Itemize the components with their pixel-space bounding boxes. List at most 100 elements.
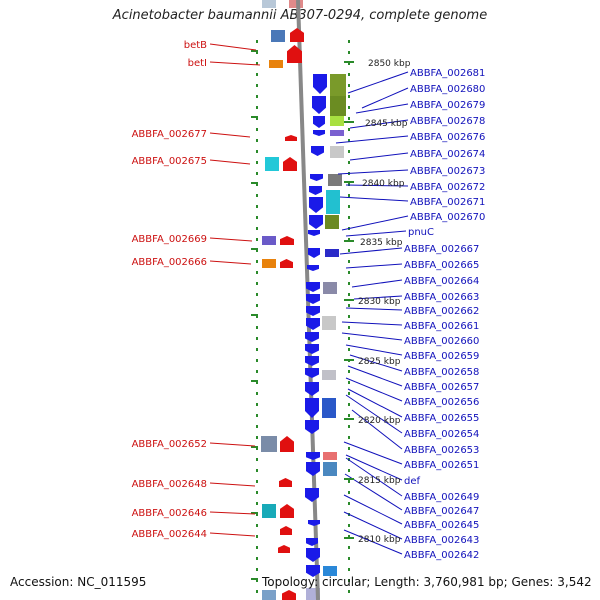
reverse-gene bbox=[312, 96, 326, 114]
rail-dot-right bbox=[348, 502, 350, 505]
kbp-tick-mark bbox=[344, 299, 354, 301]
rail-dot-left bbox=[256, 40, 258, 43]
right-leader-line bbox=[345, 230, 407, 237]
rail-dot-right bbox=[348, 161, 350, 164]
right-leader-line bbox=[345, 263, 403, 269]
left-leader-line bbox=[209, 260, 252, 265]
rail-dot-left bbox=[256, 524, 258, 527]
feature-block bbox=[262, 590, 276, 600]
accession-text: Accession: NC_011595 bbox=[10, 575, 147, 589]
rail-tick-left bbox=[251, 248, 258, 250]
reverse-gene bbox=[310, 174, 323, 181]
right-leader-line bbox=[335, 135, 409, 144]
feature-block bbox=[326, 190, 340, 214]
rail-dot-left bbox=[256, 590, 258, 593]
reverse-gene bbox=[306, 452, 320, 460]
left-leader-line bbox=[209, 237, 253, 242]
feature-block bbox=[322, 398, 336, 418]
right-gene-label: ABBFA_002658 bbox=[404, 367, 479, 378]
kbp-tick-label: 2845 kbp bbox=[365, 119, 408, 129]
left-gene-label: ABBFA_002646 bbox=[132, 508, 207, 519]
right-leader-line bbox=[343, 511, 403, 540]
forward-gene bbox=[279, 478, 292, 487]
kbp-tick-label: 2850 kbp bbox=[368, 59, 411, 69]
rail-tick-left bbox=[251, 578, 258, 580]
kbp-tick-label: 2825 kbp bbox=[358, 357, 401, 367]
rail-dot-right bbox=[348, 546, 350, 549]
feature-block bbox=[262, 259, 276, 268]
rail-dot-right bbox=[348, 260, 350, 263]
rail-dot-right bbox=[348, 414, 350, 417]
rail-dot-left bbox=[256, 150, 258, 153]
feature-block bbox=[289, 0, 303, 8]
rail-dot-left bbox=[256, 117, 258, 120]
left-gene-label: ABBFA_002648 bbox=[132, 479, 207, 490]
right-leader-line bbox=[355, 103, 409, 114]
kbp-tick-label: 2810 kbp bbox=[358, 535, 401, 545]
right-leader-line bbox=[341, 215, 409, 231]
rail-dot-left bbox=[256, 84, 258, 87]
right-gene-label: ABBFA_002670 bbox=[410, 212, 485, 223]
rail-dot-left bbox=[256, 282, 258, 285]
feature-block bbox=[262, 0, 276, 8]
feature-block bbox=[322, 316, 336, 330]
rail-dot-left bbox=[256, 469, 258, 472]
right-leader-line bbox=[341, 332, 403, 341]
feature-block bbox=[330, 96, 346, 116]
rail-dot-right bbox=[348, 194, 350, 197]
kbp-tick-mark bbox=[344, 181, 354, 183]
feature-block bbox=[325, 249, 339, 257]
rail-dot-left bbox=[256, 139, 258, 142]
right-leader-line bbox=[345, 454, 403, 481]
rail-dot-right bbox=[348, 249, 350, 252]
right-gene-label: ABBFA_002656 bbox=[404, 397, 479, 408]
rail-dot-left bbox=[256, 447, 258, 450]
right-gene-label: def bbox=[404, 476, 421, 487]
rail-dot-left bbox=[256, 249, 258, 252]
feature-block bbox=[330, 116, 344, 126]
rail-dot-left bbox=[256, 315, 258, 318]
reverse-gene bbox=[306, 462, 320, 476]
reverse-gene bbox=[308, 520, 320, 526]
rail-dot-left bbox=[256, 106, 258, 109]
forward-gene bbox=[287, 45, 302, 63]
rail-dot-right bbox=[348, 205, 350, 208]
right-gene-label: ABBFA_002649 bbox=[404, 492, 479, 503]
feature-block bbox=[330, 130, 344, 136]
reverse-gene bbox=[306, 565, 320, 577]
reverse-gene bbox=[306, 318, 320, 330]
reverse-gene bbox=[306, 548, 320, 562]
rail-dot-right bbox=[348, 337, 350, 340]
left-gene-label: ABBFA_002644 bbox=[132, 529, 207, 540]
reverse-gene bbox=[306, 294, 320, 304]
right-gene-label: ABBFA_002674 bbox=[410, 149, 485, 160]
rail-dot-left bbox=[256, 62, 258, 65]
rail-dot-right bbox=[348, 238, 350, 241]
reverse-gene bbox=[305, 488, 319, 502]
rail-tick-left bbox=[251, 512, 258, 514]
kbp-tick-label: 2830 kbp bbox=[358, 297, 401, 307]
right-leader-line bbox=[345, 184, 409, 187]
right-gene-label: ABBFA_002681 bbox=[410, 68, 485, 79]
feature-block bbox=[328, 174, 342, 186]
reverse-gene bbox=[313, 116, 325, 128]
kbp-tick-mark bbox=[344, 61, 354, 63]
reverse-gene bbox=[305, 382, 319, 396]
rail-dot-left bbox=[256, 194, 258, 197]
reverse-gene bbox=[307, 265, 319, 271]
rail-dot-left bbox=[256, 304, 258, 307]
rail-dot-right bbox=[348, 282, 350, 285]
left-leader-line bbox=[209, 532, 256, 537]
rail-dot-right bbox=[348, 150, 350, 153]
rail-dot-right bbox=[348, 106, 350, 109]
right-gene-label: ABBFA_002679 bbox=[410, 100, 485, 111]
rail-tick-left bbox=[251, 446, 258, 448]
left-leader-line bbox=[209, 442, 256, 447]
rail-dot-left bbox=[256, 458, 258, 461]
reverse-gene bbox=[305, 344, 319, 354]
right-leader-line bbox=[349, 354, 403, 372]
rail-dot-left bbox=[256, 238, 258, 241]
right-gene-label: ABBFA_002661 bbox=[404, 321, 479, 332]
